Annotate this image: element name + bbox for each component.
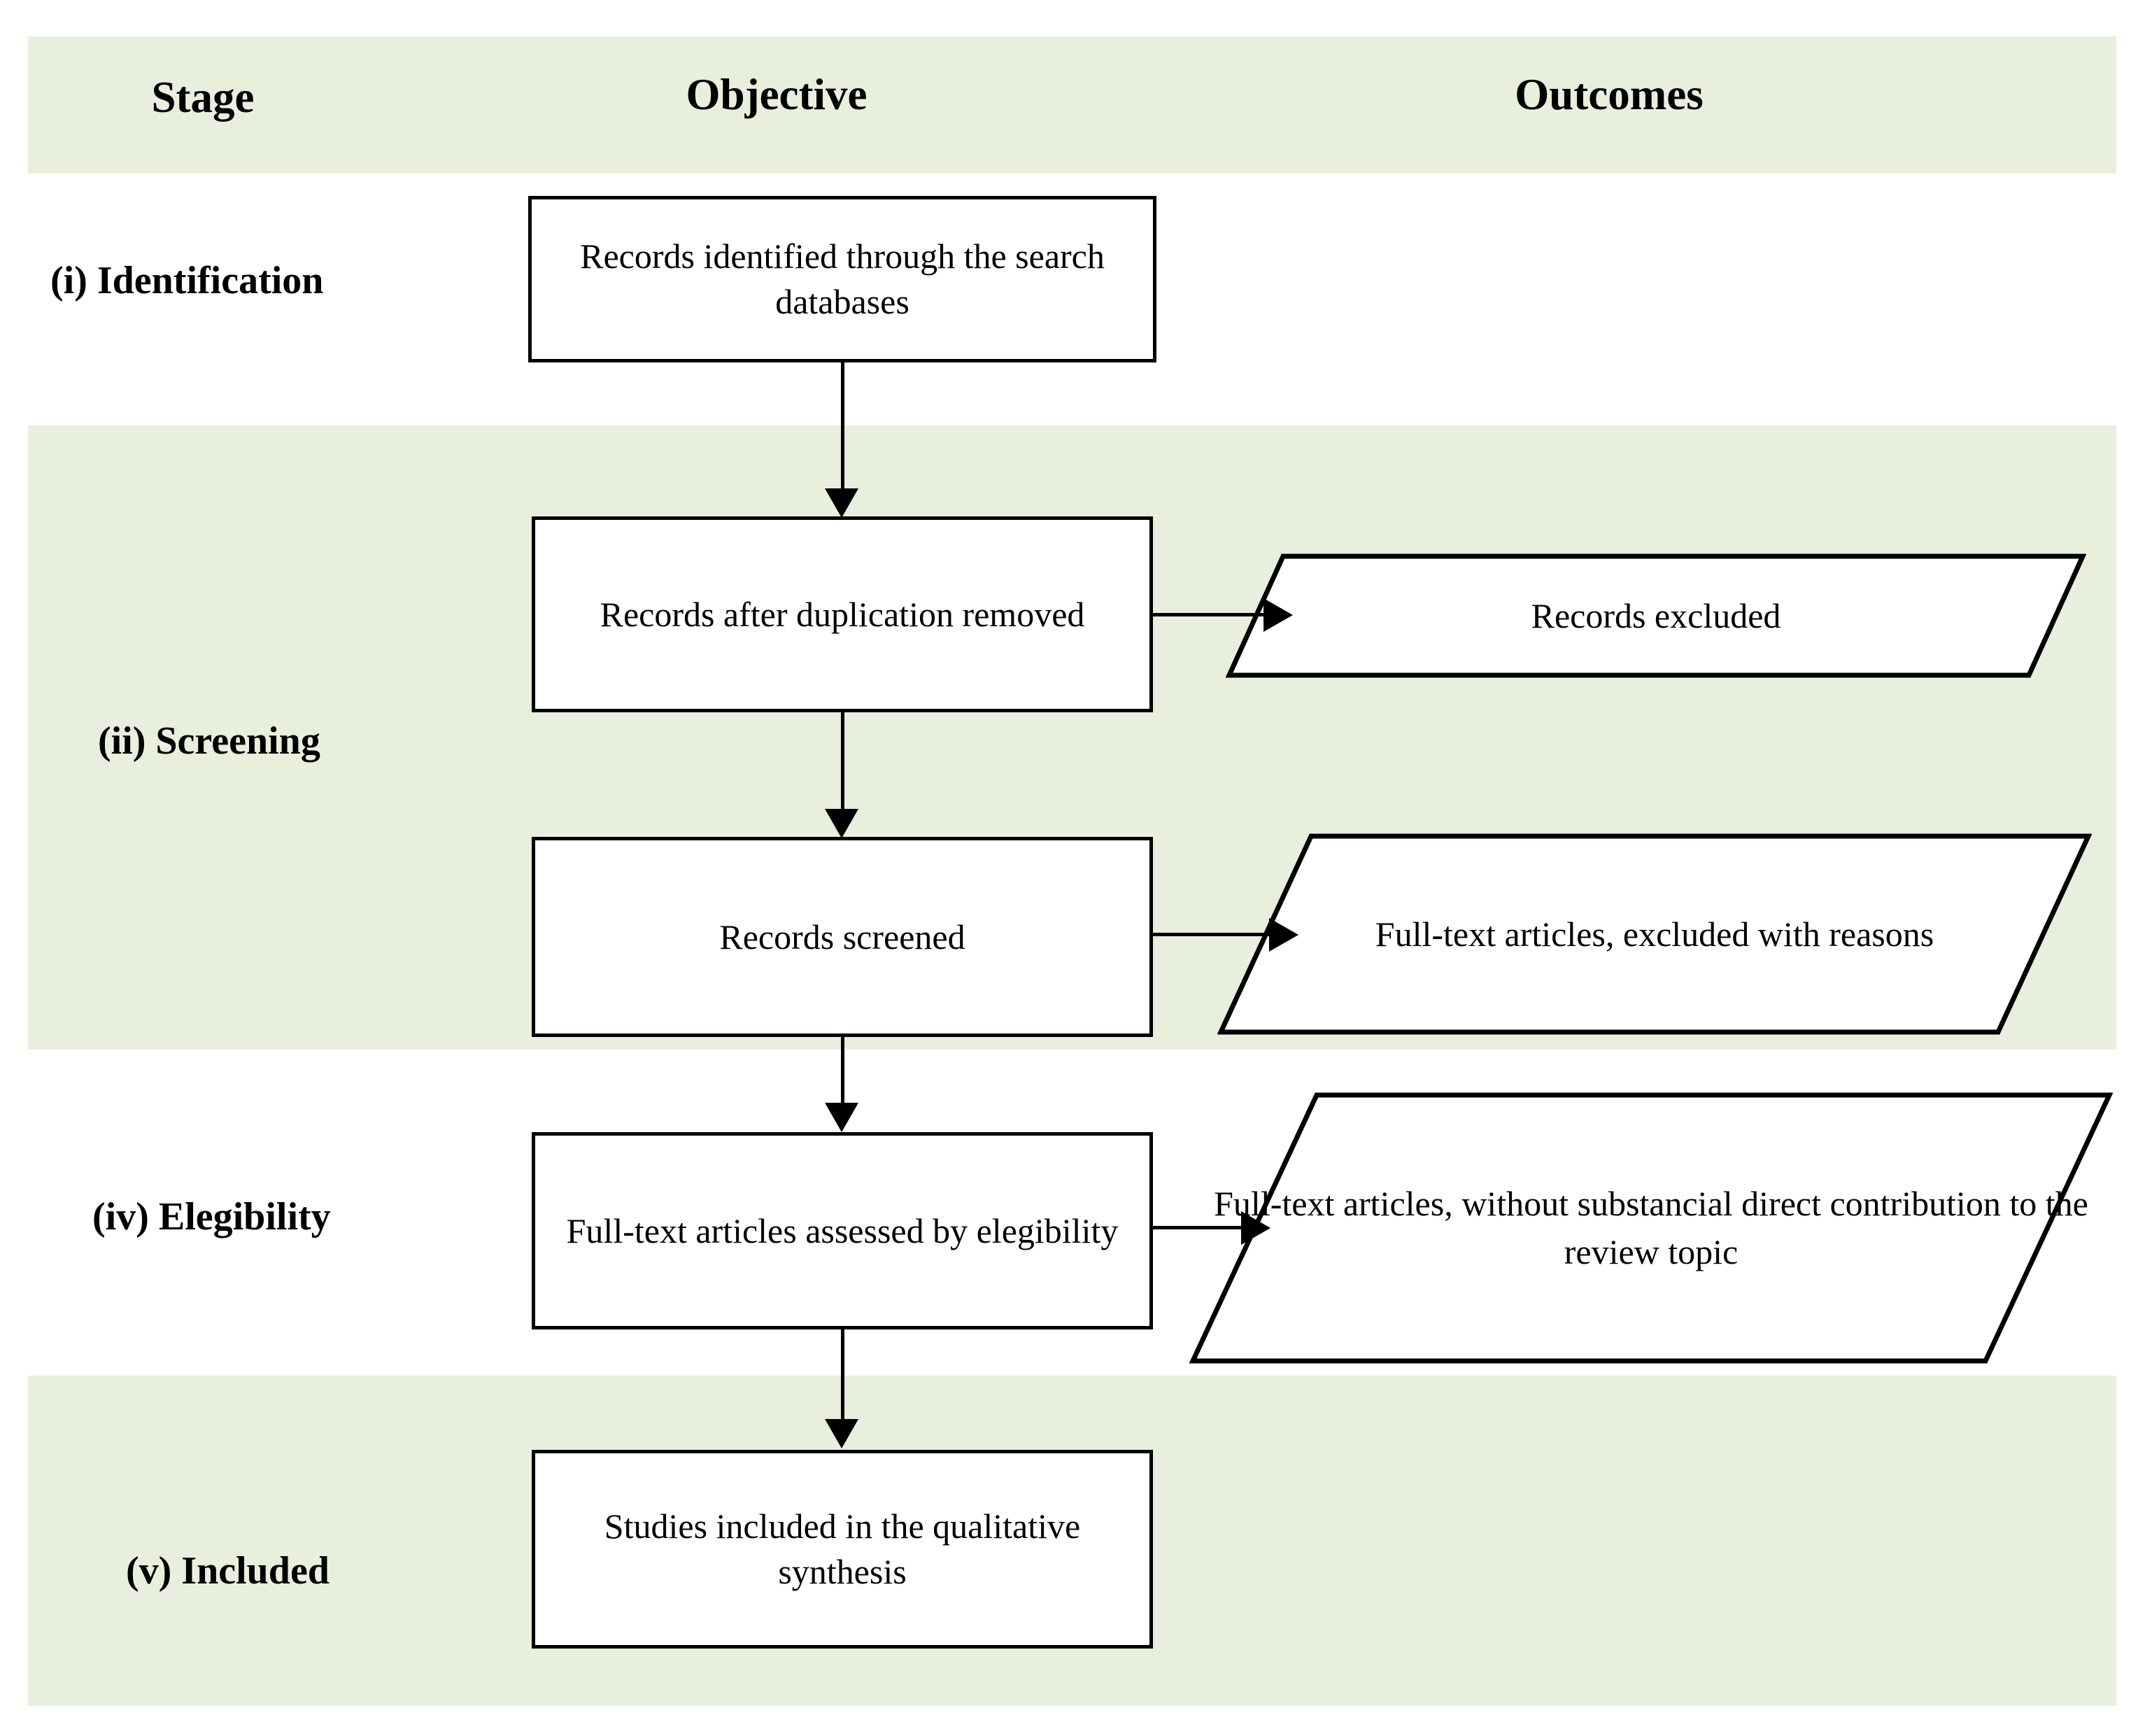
outcome-shape-records-excluded: Records excluded [1226,553,2086,679]
parallelogram-outline [1226,553,2086,678]
parallelogram-outline [1217,833,2092,1035]
process-box-studies-included: Studies included in the qualitative synt… [532,1450,1153,1649]
connector-dedup-to-screened [841,711,844,814]
column-header-objective: Objective [686,70,868,119]
arrowhead-right-no-contribution [1241,1211,1270,1245]
stage-label-identification: (i) Identification [50,259,324,302]
process-box-records-identified: Records identified through the search da… [528,196,1156,362]
connector-dedup-to-excluded [1153,613,1280,616]
connector-assessed-to-no-contribution [1153,1226,1258,1229]
outcome-shape-fulltext-excluded: Full-text articles, excluded with reason… [1217,833,2092,1036]
column-header-stage: Stage [151,73,255,122]
connector-screened-to-assessed [841,1036,844,1106]
connector-screened-to-fulltext-excluded [1153,933,1286,936]
arrowhead-down-dedup [825,488,858,518]
stage-label-screening: (ii) Screening [98,719,320,763]
arrowhead-down-assessed [825,1103,858,1132]
arrowhead-right-excluded [1263,598,1293,632]
band-header [28,36,2116,174]
outcome-shape-no-contribution: Full-text articles, without substancial … [1189,1092,2113,1364]
connector-assessed-to-included [841,1328,844,1423]
arrowhead-down-screened [825,809,858,838]
process-box-records-screened: Records screened [532,837,1153,1037]
connector-identified-to-dedup [841,361,844,494]
process-box-full-text-articles-assessed: Full-text articles assessed by elegibili… [532,1132,1153,1329]
arrowhead-right-fulltext-excluded [1269,918,1298,952]
arrowhead-down-included [825,1419,858,1448]
column-header-outcomes: Outcomes [1515,70,1704,119]
stage-label-eligibility: (iv) Elegibility [92,1195,331,1239]
stage-label-included: (v) Included [126,1549,330,1593]
process-box-records-after-duplication-removed: Records after duplication removed [532,516,1153,712]
parallelogram-outline [1189,1092,2113,1364]
